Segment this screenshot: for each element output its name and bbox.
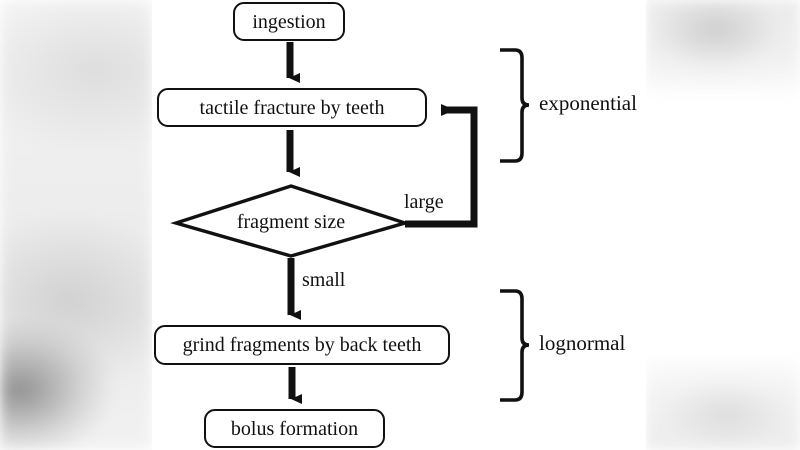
- node-bolus-formation-label: bolus formation: [230, 417, 359, 440]
- blurred-backdrop-top-right: [646, 0, 800, 92]
- blurred-backdrop-left: [0, 0, 152, 450]
- node-ingestion: ingestion: [233, 2, 345, 41]
- annotation-label-lognormal: lognormal: [539, 331, 626, 355]
- brace-exponential: [500, 48, 530, 163]
- edge-label-large: large: [404, 191, 444, 213]
- annotation-label-exponential: exponential: [539, 91, 637, 115]
- node-tactile-fracture: tactile fracture by teeth: [157, 88, 427, 127]
- blurred-backdrop-bottom-right: [646, 360, 800, 450]
- arrow-large-feedback-loop: [405, 104, 478, 228]
- node-grind-fragments: grind fragments by back teeth: [154, 325, 450, 365]
- node-tactile-fracture-label: tactile fracture by teeth: [199, 96, 385, 119]
- node-bolus-formation: bolus formation: [204, 409, 385, 448]
- decision-diamond-fragment-size: [170, 184, 411, 258]
- node-grind-fragments-label: grind fragments by back teeth: [182, 334, 422, 356]
- brace-lognormal: [500, 289, 530, 402]
- node-ingestion-label: ingestion: [252, 10, 326, 33]
- node-fragment-size-label: fragment size: [236, 211, 346, 233]
- edge-label-small: small: [302, 269, 346, 291]
